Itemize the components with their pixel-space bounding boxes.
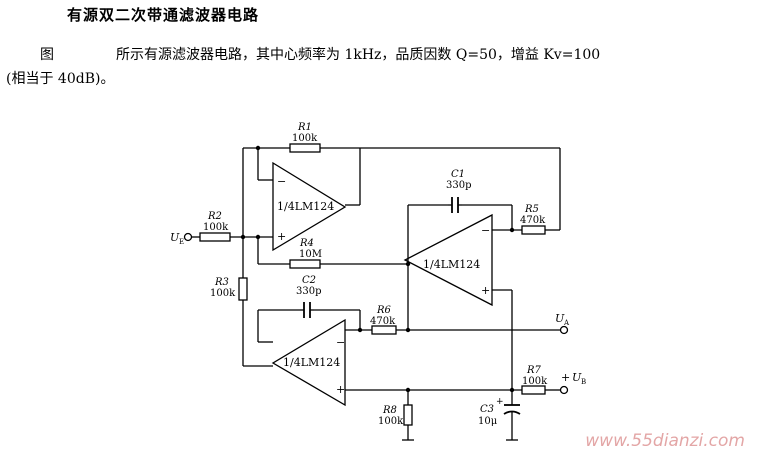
output-b-label-sub: B	[581, 378, 586, 386]
c2-name: C2	[302, 275, 316, 286]
capacitor-c3	[503, 404, 521, 415]
description-line-1: 图 所示有源滤波器电路，其中心频率为 1kHz，品质因数 Q=50，增益 Kv=1…	[40, 44, 600, 64]
u1-minus-sign: −	[277, 175, 286, 188]
opamp-u3	[271, 318, 346, 407]
junction-dots	[240, 145, 515, 393]
resistor-r8	[403, 404, 413, 426]
r8-name: R8	[382, 405, 397, 416]
input-label-sub: E	[179, 238, 184, 246]
c3-plus-sign: +	[496, 397, 504, 407]
opamp-u2	[403, 213, 493, 307]
page-title: 有源双二次带通滤波器电路	[67, 6, 260, 24]
r5-name: R5	[524, 204, 539, 215]
r2-value: 100k	[203, 222, 229, 233]
description-text-1: 所示有源滤波器电路，其中心频率为 1kHz，品质因数 Q=50，增益 Kv=10…	[116, 47, 601, 63]
r1-name: R1	[297, 122, 312, 133]
r8-value: 100k	[378, 416, 404, 427]
u1-plus-sign: +	[277, 230, 286, 243]
resistor-r1	[289, 143, 321, 153]
resistor-r6	[371, 325, 397, 335]
watermark: www.55dianzi.com	[585, 431, 745, 451]
r3-value: 100k	[210, 288, 236, 299]
r3-name: R3	[214, 277, 229, 288]
output-b-plus: +	[561, 371, 570, 384]
description-lead: 图	[40, 47, 54, 63]
output-a-label: U	[555, 312, 565, 325]
r5-value: 470k	[520, 215, 546, 226]
terminal-circles	[183, 232, 569, 395]
r1-value: 100k	[292, 133, 318, 144]
c1-name: C1	[451, 169, 465, 180]
capacitor-c2	[300, 302, 314, 318]
r4-value: 10M	[299, 249, 322, 260]
r6-value: 470k	[370, 316, 396, 327]
c3-name: C3	[480, 404, 494, 415]
resistor-r2	[199, 232, 231, 242]
opamp-u3-label: 1/4LM124	[283, 356, 340, 369]
c1-value: 330p	[446, 180, 472, 191]
u2-plus-sign: +	[481, 284, 490, 297]
output-b-label: U	[572, 371, 582, 384]
u3-minus-sign: −	[336, 336, 345, 349]
output-a-label-sub: A	[563, 319, 570, 327]
opamp-u2-label: 1/4LM124	[423, 258, 480, 271]
resistor-r7	[521, 385, 546, 395]
capacitor-c1	[448, 197, 462, 213]
u2-minus-sign: −	[481, 224, 490, 237]
opamp-u1	[272, 161, 347, 252]
input-label: U	[170, 231, 180, 244]
c2-value: 330p	[296, 286, 322, 297]
r2-name: R2	[207, 211, 222, 222]
c3-value: 10μ	[478, 416, 498, 427]
opamp-u1-label: 1/4LM124	[277, 200, 334, 213]
resistor-r3	[238, 277, 248, 301]
resistor-r4	[289, 259, 321, 269]
u3-plus-sign: +	[336, 383, 345, 396]
r7-name: R7	[526, 365, 542, 376]
wires	[192, 147, 561, 440]
r7-value: 100k	[522, 376, 548, 387]
r4-name: R4	[299, 238, 314, 249]
description-line-2: (相当于 40dB)。	[6, 71, 115, 87]
r6-name: R6	[376, 305, 392, 316]
resistor-r5	[521, 225, 546, 235]
